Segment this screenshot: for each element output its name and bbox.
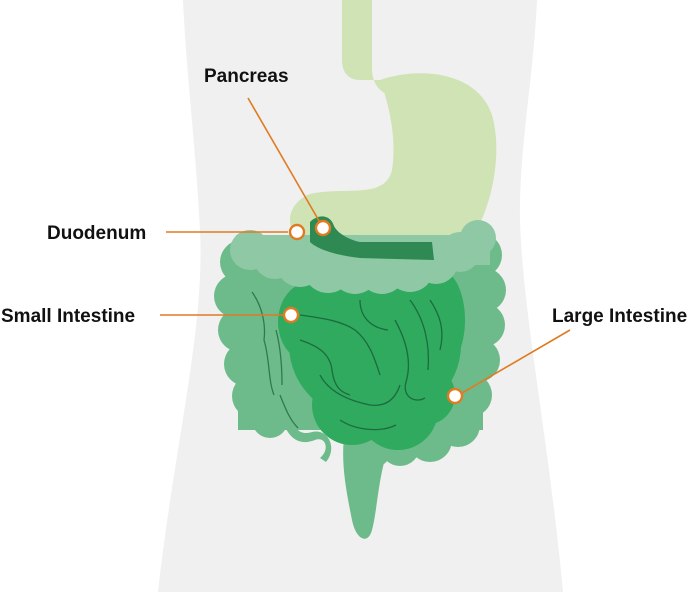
small-intestine-label: Small Intestine bbox=[1, 306, 135, 327]
pancreas-leader bbox=[247, 97, 323, 227]
rectum bbox=[343, 430, 392, 539]
small-intestine-folds bbox=[299, 299, 443, 431]
esophagus bbox=[342, 0, 402, 97]
pancreas-shape bbox=[310, 216, 434, 260]
large-intestine-label: Large Intestine bbox=[552, 306, 687, 327]
pancreas-label: Pancreas bbox=[204, 66, 289, 87]
appendix bbox=[282, 418, 332, 462]
large-intestine-marker bbox=[446, 387, 464, 405]
markers bbox=[282, 219, 464, 405]
duodenum-label: Duodenum bbox=[47, 223, 146, 244]
small-intestine bbox=[278, 267, 465, 450]
large-intestine-leader bbox=[461, 329, 571, 394]
large-intestine-folds bbox=[251, 291, 299, 429]
small-intestine-marker bbox=[282, 306, 300, 324]
leader-lines bbox=[160, 97, 571, 394]
stomach bbox=[290, 0, 497, 245]
pancreas-marker bbox=[314, 219, 332, 237]
stomach-body bbox=[290, 73, 497, 245]
transverse-colon bbox=[230, 220, 496, 294]
duodenum-marker bbox=[288, 223, 306, 241]
